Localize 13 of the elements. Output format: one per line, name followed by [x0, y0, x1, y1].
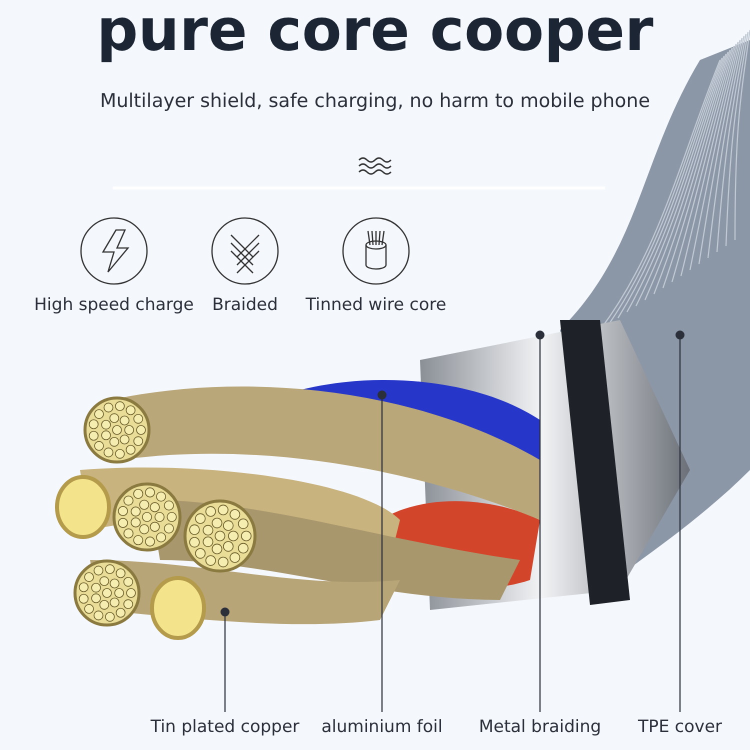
part-label: aluminium foil — [321, 717, 443, 737]
leader-line — [536, 330, 544, 712]
title: pure core cooper — [96, 0, 654, 64]
part-label: Metal braiding — [478, 717, 602, 737]
part-label: TPE cover — [638, 717, 722, 737]
part-label: Tin plated copper — [150, 717, 300, 737]
feature-label: Braided — [212, 295, 278, 315]
subtitle: Multilayer shield, safe charging, no harm to mobile phone — [98, 90, 652, 112]
leader-line — [676, 330, 684, 712]
leader-line — [220, 608, 230, 712]
leader-line — [378, 390, 386, 712]
feature-label: High speed charge — [34, 295, 194, 315]
feature-label: Tinned wire core — [306, 295, 446, 315]
